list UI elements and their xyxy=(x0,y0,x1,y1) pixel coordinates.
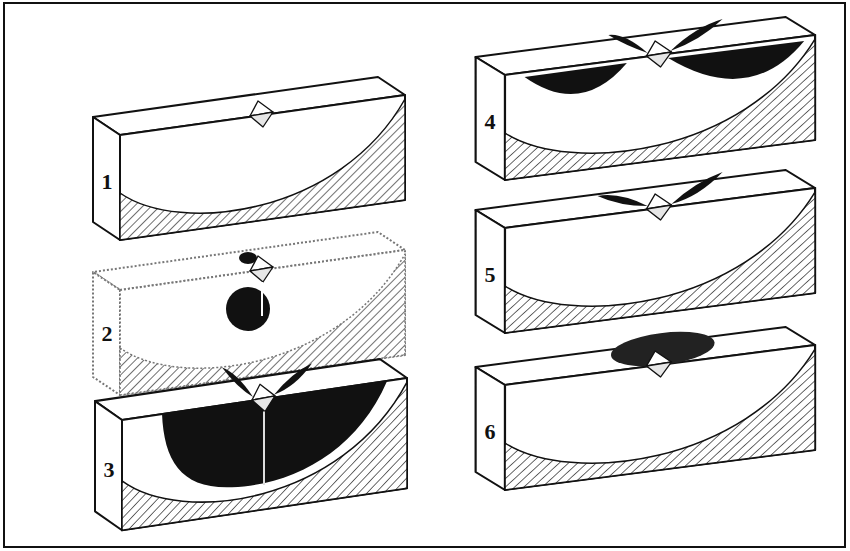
wedge xyxy=(646,351,671,377)
block-body xyxy=(95,359,407,530)
frame xyxy=(4,3,845,547)
valley-block xyxy=(476,17,815,180)
dark-zone xyxy=(668,41,804,79)
callout-number: 2 xyxy=(102,323,113,345)
dark-zone xyxy=(226,287,270,331)
callout-number: 6 xyxy=(485,421,496,443)
block-body xyxy=(476,17,815,180)
callout-number: 3 xyxy=(104,459,115,481)
crack-line xyxy=(261,282,263,316)
callout-number: 1 xyxy=(102,171,113,193)
callout-number: 4 xyxy=(485,111,496,133)
dark-wing xyxy=(274,363,312,395)
block-body xyxy=(93,77,405,240)
wedge xyxy=(646,194,671,220)
block-body xyxy=(476,327,815,490)
dark-wing xyxy=(597,195,647,206)
dark-wing xyxy=(222,368,253,397)
valley-block xyxy=(476,326,815,490)
wedge xyxy=(252,384,275,411)
wedge xyxy=(250,101,273,127)
callout-number: 5 xyxy=(485,264,496,286)
valley-block xyxy=(95,359,407,530)
dark-zone xyxy=(525,63,627,94)
stress-zone xyxy=(226,252,273,331)
dark-wing xyxy=(608,35,647,53)
crack-line xyxy=(263,412,265,486)
valley-block xyxy=(476,170,815,333)
wedge xyxy=(250,256,273,282)
wedge xyxy=(646,41,671,67)
dark-wing xyxy=(671,172,722,204)
valley-block xyxy=(93,77,405,240)
block-body xyxy=(476,170,815,333)
dark-wing xyxy=(670,19,722,51)
dark-zone xyxy=(162,381,387,487)
